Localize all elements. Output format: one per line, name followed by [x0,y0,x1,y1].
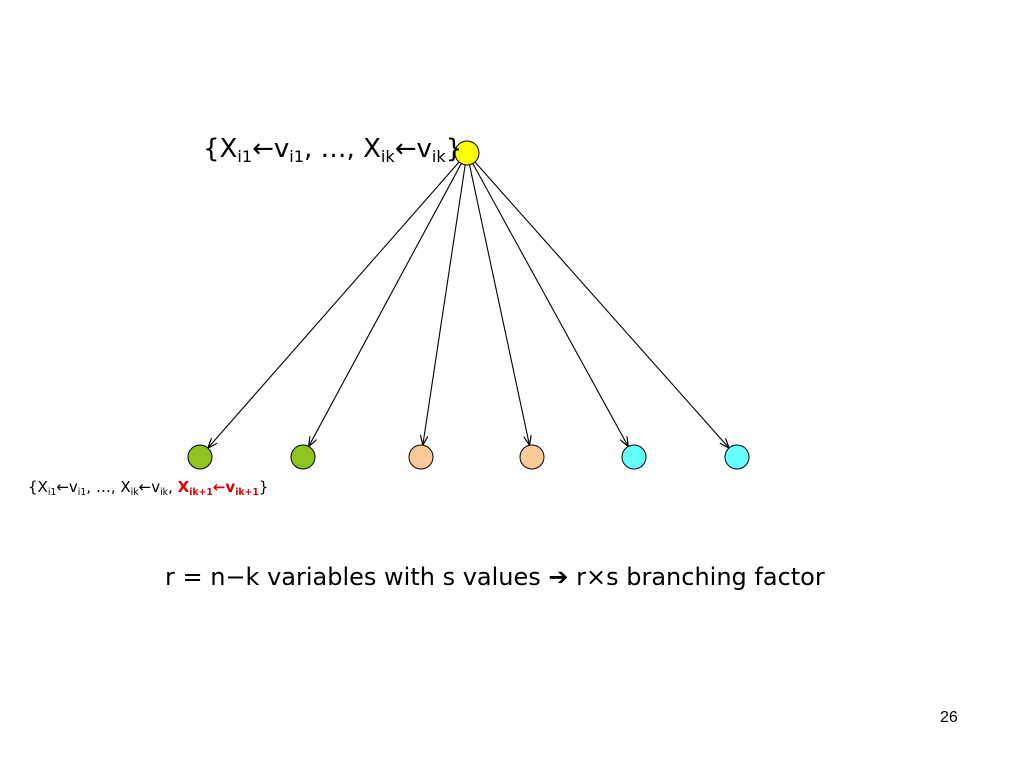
edge-to-child-node-5 [472,163,628,446]
child-node-6 [724,444,750,470]
edge-to-child-node-6 [474,161,728,447]
child-assignment-label: {Xi1←vi1, …, Xik←vik, Xik+1←vik+1} [28,478,269,498]
child-node-5 [621,444,647,470]
child-node-3 [408,444,434,470]
child-node-2 [290,444,316,470]
slide-number: 26 [940,709,958,726]
branching-factor-caption: r = n−k variables with s values ➔ r×s br… [165,563,825,591]
root-assignment-label: {Xi1←vi1, …, Xik←vik} [203,134,463,167]
child-node-4 [519,444,545,470]
edge-to-child-node-2 [309,163,462,446]
edge-to-child-node-3 [423,164,466,444]
child-node-1 [187,444,213,470]
edge-to-child-node-1 [209,161,460,447]
new-assignment-highlight: Xik+1←vik+1 [177,478,259,498]
root-node [454,140,480,166]
edge-to-child-node-4 [468,164,530,445]
